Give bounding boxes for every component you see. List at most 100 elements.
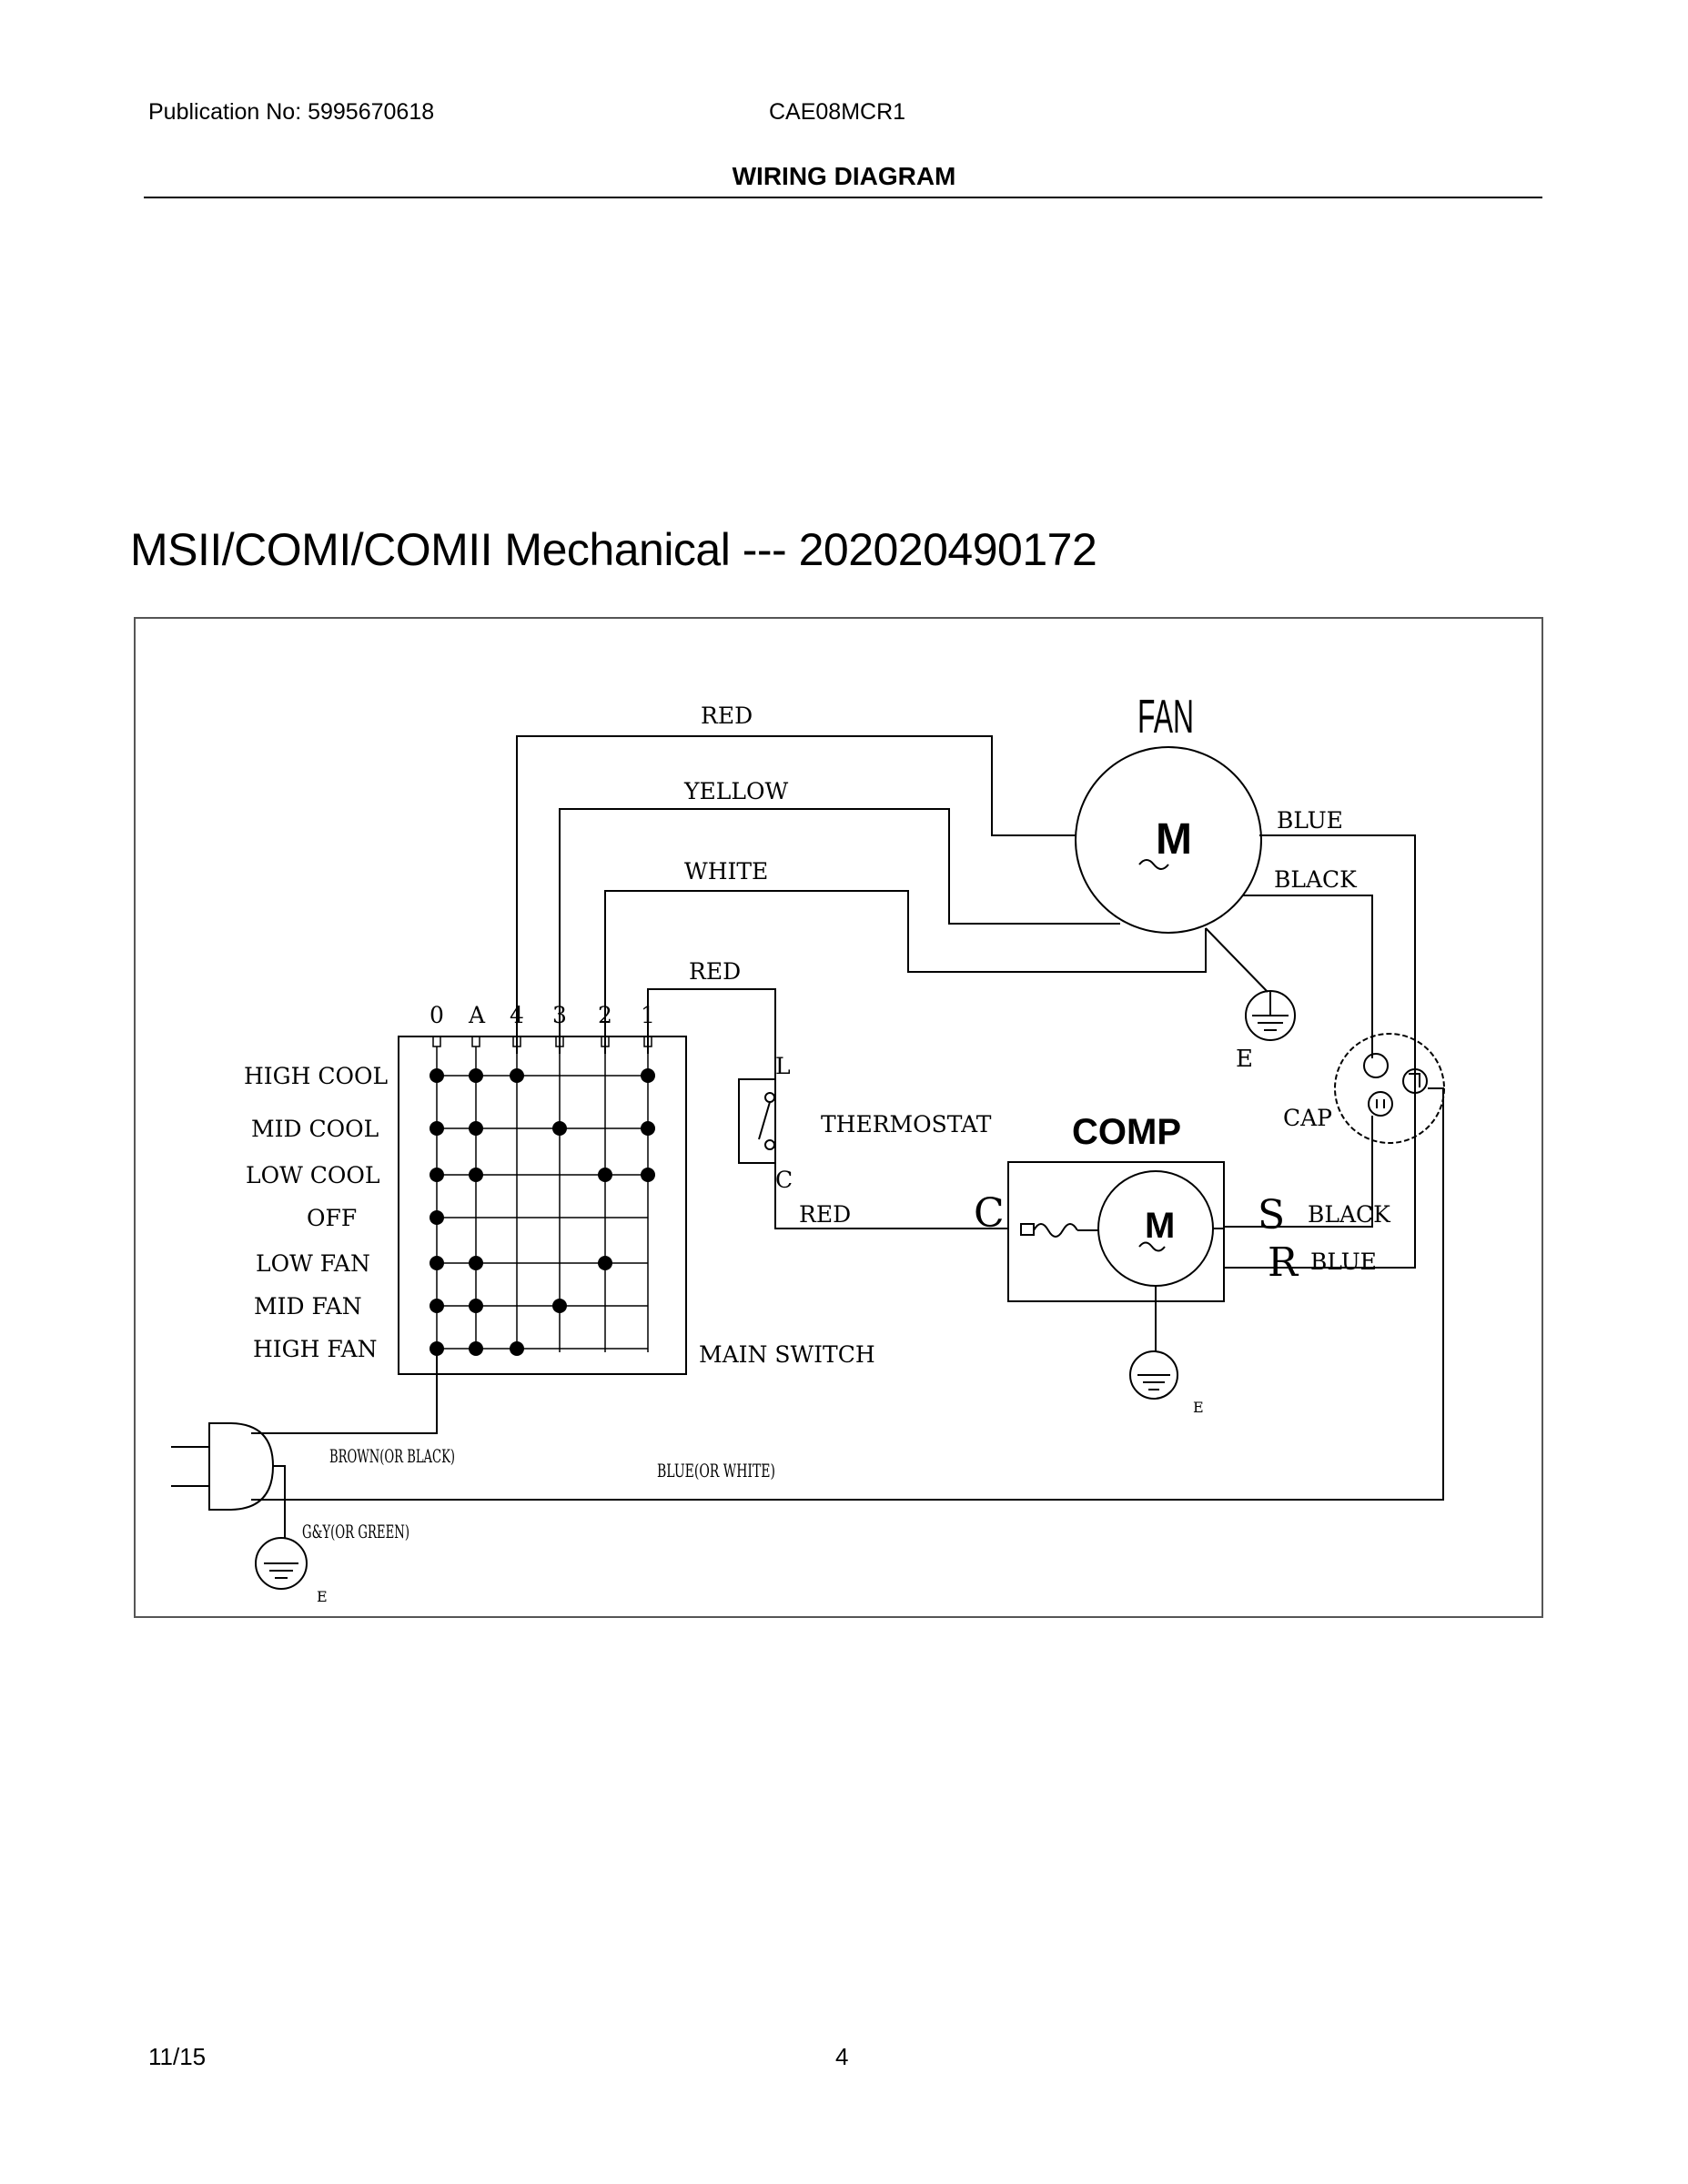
- wire-label-red-top: RED: [701, 703, 753, 729]
- wire-blue-fan: [1224, 834, 1416, 1269]
- switch-mode-label: MID COOL: [251, 1116, 379, 1142]
- wire-label-red-thermostat: RED: [689, 958, 741, 985]
- comp-terminal-s: S: [1258, 1192, 1285, 1239]
- header-rule: [144, 197, 1542, 198]
- switch-contact-dot: [552, 1299, 567, 1313]
- comp-terminal-c: C: [974, 1190, 1005, 1237]
- fan-motor-symbol: M: [1156, 815, 1192, 864]
- switch-terminal-stub: [512, 1036, 521, 1047]
- plug-ground-label: E: [317, 1588, 328, 1605]
- switch-contact-dot: [469, 1121, 483, 1136]
- comp-ground-label: E: [1193, 1399, 1204, 1416]
- switch-mode-label: HIGH FAN: [253, 1336, 378, 1362]
- switch-terminal-stub: [555, 1036, 564, 1047]
- wire-label-brown: BROWN(OR BLACK): [329, 1445, 455, 1467]
- wire-label-gy: G&Y(OR GREEN): [302, 1521, 409, 1542]
- switch-contact-dot: [510, 1341, 524, 1356]
- main-switch: [398, 1036, 687, 1375]
- fan-ground-icon: [1245, 990, 1296, 1041]
- switch-contact-dot: [430, 1121, 444, 1136]
- wire-red-top: [516, 735, 1076, 1054]
- switch-contact-dot: [430, 1299, 444, 1313]
- fan-ground-label: E: [1236, 1046, 1253, 1073]
- wire-label-yellow: YELLOW: [683, 778, 788, 804]
- switch-mode-label: OFF: [307, 1205, 357, 1231]
- switch-terminal-label: A: [468, 1002, 486, 1028]
- comp-title: COMP: [1072, 1112, 1181, 1152]
- fan-title: FAN: [1137, 691, 1194, 743]
- publication-number: Publication No: 5995670618: [148, 99, 435, 125]
- thermostat-c-label: C: [775, 1167, 793, 1193]
- comp-terminal-r: R: [1268, 1239, 1299, 1286]
- switch-contact-dot: [430, 1256, 444, 1270]
- switch-contact-dot: [469, 1341, 483, 1356]
- switch-mode-labels: HIGH COOL MID COOL LOW COOL OFF LOW FAN MID F…: [244, 1063, 388, 1362]
- wire-label-black-comp: BLACK: [1308, 1201, 1391, 1228]
- wire-white: [604, 890, 1207, 1054]
- wire-gy: [273, 1465, 286, 1538]
- wire-red-comp: [774, 1163, 1008, 1229]
- comp-ground-icon: [1129, 1350, 1178, 1400]
- switch-contact-dot: [469, 1256, 483, 1270]
- fan-motor: [1075, 746, 1262, 934]
- switch-contact-dot: [598, 1256, 612, 1270]
- switch-contact-dot: [510, 1068, 524, 1083]
- cap-label: CAP: [1283, 1105, 1332, 1131]
- switch-terminal-stub: [471, 1036, 480, 1047]
- wire-cap-to-comp-black: [1224, 1116, 1373, 1228]
- thermostat-l-label: L: [775, 1053, 791, 1079]
- wire-label-blue-white: BLUE(OR WHITE): [657, 1460, 775, 1481]
- switch-contact-dot: [552, 1121, 567, 1136]
- fan-ground-wire: [1205, 927, 1269, 993]
- switch-contact-dot: [430, 1210, 444, 1225]
- section-title: MSII/COMI/COMII Mechanical --- 202020490…: [130, 524, 1097, 575]
- power-plug-icon: [171, 1422, 275, 1511]
- wire-brown: [251, 1352, 438, 1434]
- wire-label-black-fan: BLACK: [1274, 866, 1358, 893]
- switch-terminal-label: 1: [641, 1002, 655, 1028]
- wire-label-blue-fan: BLUE: [1277, 807, 1343, 834]
- switch-contact-dot: [641, 1121, 655, 1136]
- comp-motor-symbol: M: [1145, 1206, 1175, 1246]
- wire-yellow: [559, 808, 1120, 1054]
- wire-red-thermostat: [647, 988, 776, 1079]
- switch-mode-label: LOW FAN: [256, 1250, 370, 1277]
- switch-terminal-stub: [601, 1036, 610, 1047]
- switch-contact-dot: [430, 1068, 444, 1083]
- switch-contact-dot: [430, 1341, 444, 1356]
- switch-terminal-stub: [643, 1036, 652, 1047]
- switch-terminal-label: 2: [598, 1002, 612, 1028]
- switch-mode-label: MID FAN: [254, 1293, 362, 1320]
- switch-terminal-stub: [432, 1036, 441, 1047]
- switch-grid: [430, 1036, 655, 1356]
- overload-protector-icon: [1020, 1223, 1098, 1238]
- thermostat: [738, 1078, 776, 1164]
- diagram-frame: [134, 617, 1543, 1618]
- comp-motor-tilde-icon: [1138, 1241, 1166, 1252]
- footer-date: 11/15: [148, 2043, 207, 2070]
- switch-mode-label: LOW COOL: [246, 1162, 379, 1188]
- page-number: 4: [835, 2043, 849, 2070]
- switch-mode-label: HIGH COOL: [244, 1063, 388, 1089]
- model-number: CAE08MCR1: [769, 99, 906, 125]
- main-switch-label: MAIN SWITCH: [699, 1341, 875, 1368]
- wire-label-blue-comp: BLUE: [1310, 1249, 1377, 1275]
- compressor: [1007, 1161, 1225, 1302]
- plug-ground-icon: [255, 1537, 308, 1590]
- switch-contact-dot: [469, 1168, 483, 1182]
- switch-contact-dot: [430, 1168, 444, 1182]
- fan-motor-tilde-icon: [1138, 859, 1169, 870]
- wire-label-red-comp: RED: [799, 1201, 851, 1228]
- wire-blue-white: [251, 1087, 1444, 1501]
- switch-contact-dot: [641, 1068, 655, 1083]
- document-title: WIRING DIAGRAM: [732, 162, 956, 190]
- switch-contact-dot: [469, 1068, 483, 1083]
- switch-terminal-label: 3: [552, 1002, 567, 1028]
- switch-contact-dot: [469, 1299, 483, 1313]
- wire-label-white: WHITE: [684, 858, 768, 885]
- switch-contact-dot: [598, 1168, 612, 1182]
- thermostat-label: THERMOSTAT: [821, 1111, 992, 1138]
- switch-terminal-label: 0: [430, 1002, 444, 1028]
